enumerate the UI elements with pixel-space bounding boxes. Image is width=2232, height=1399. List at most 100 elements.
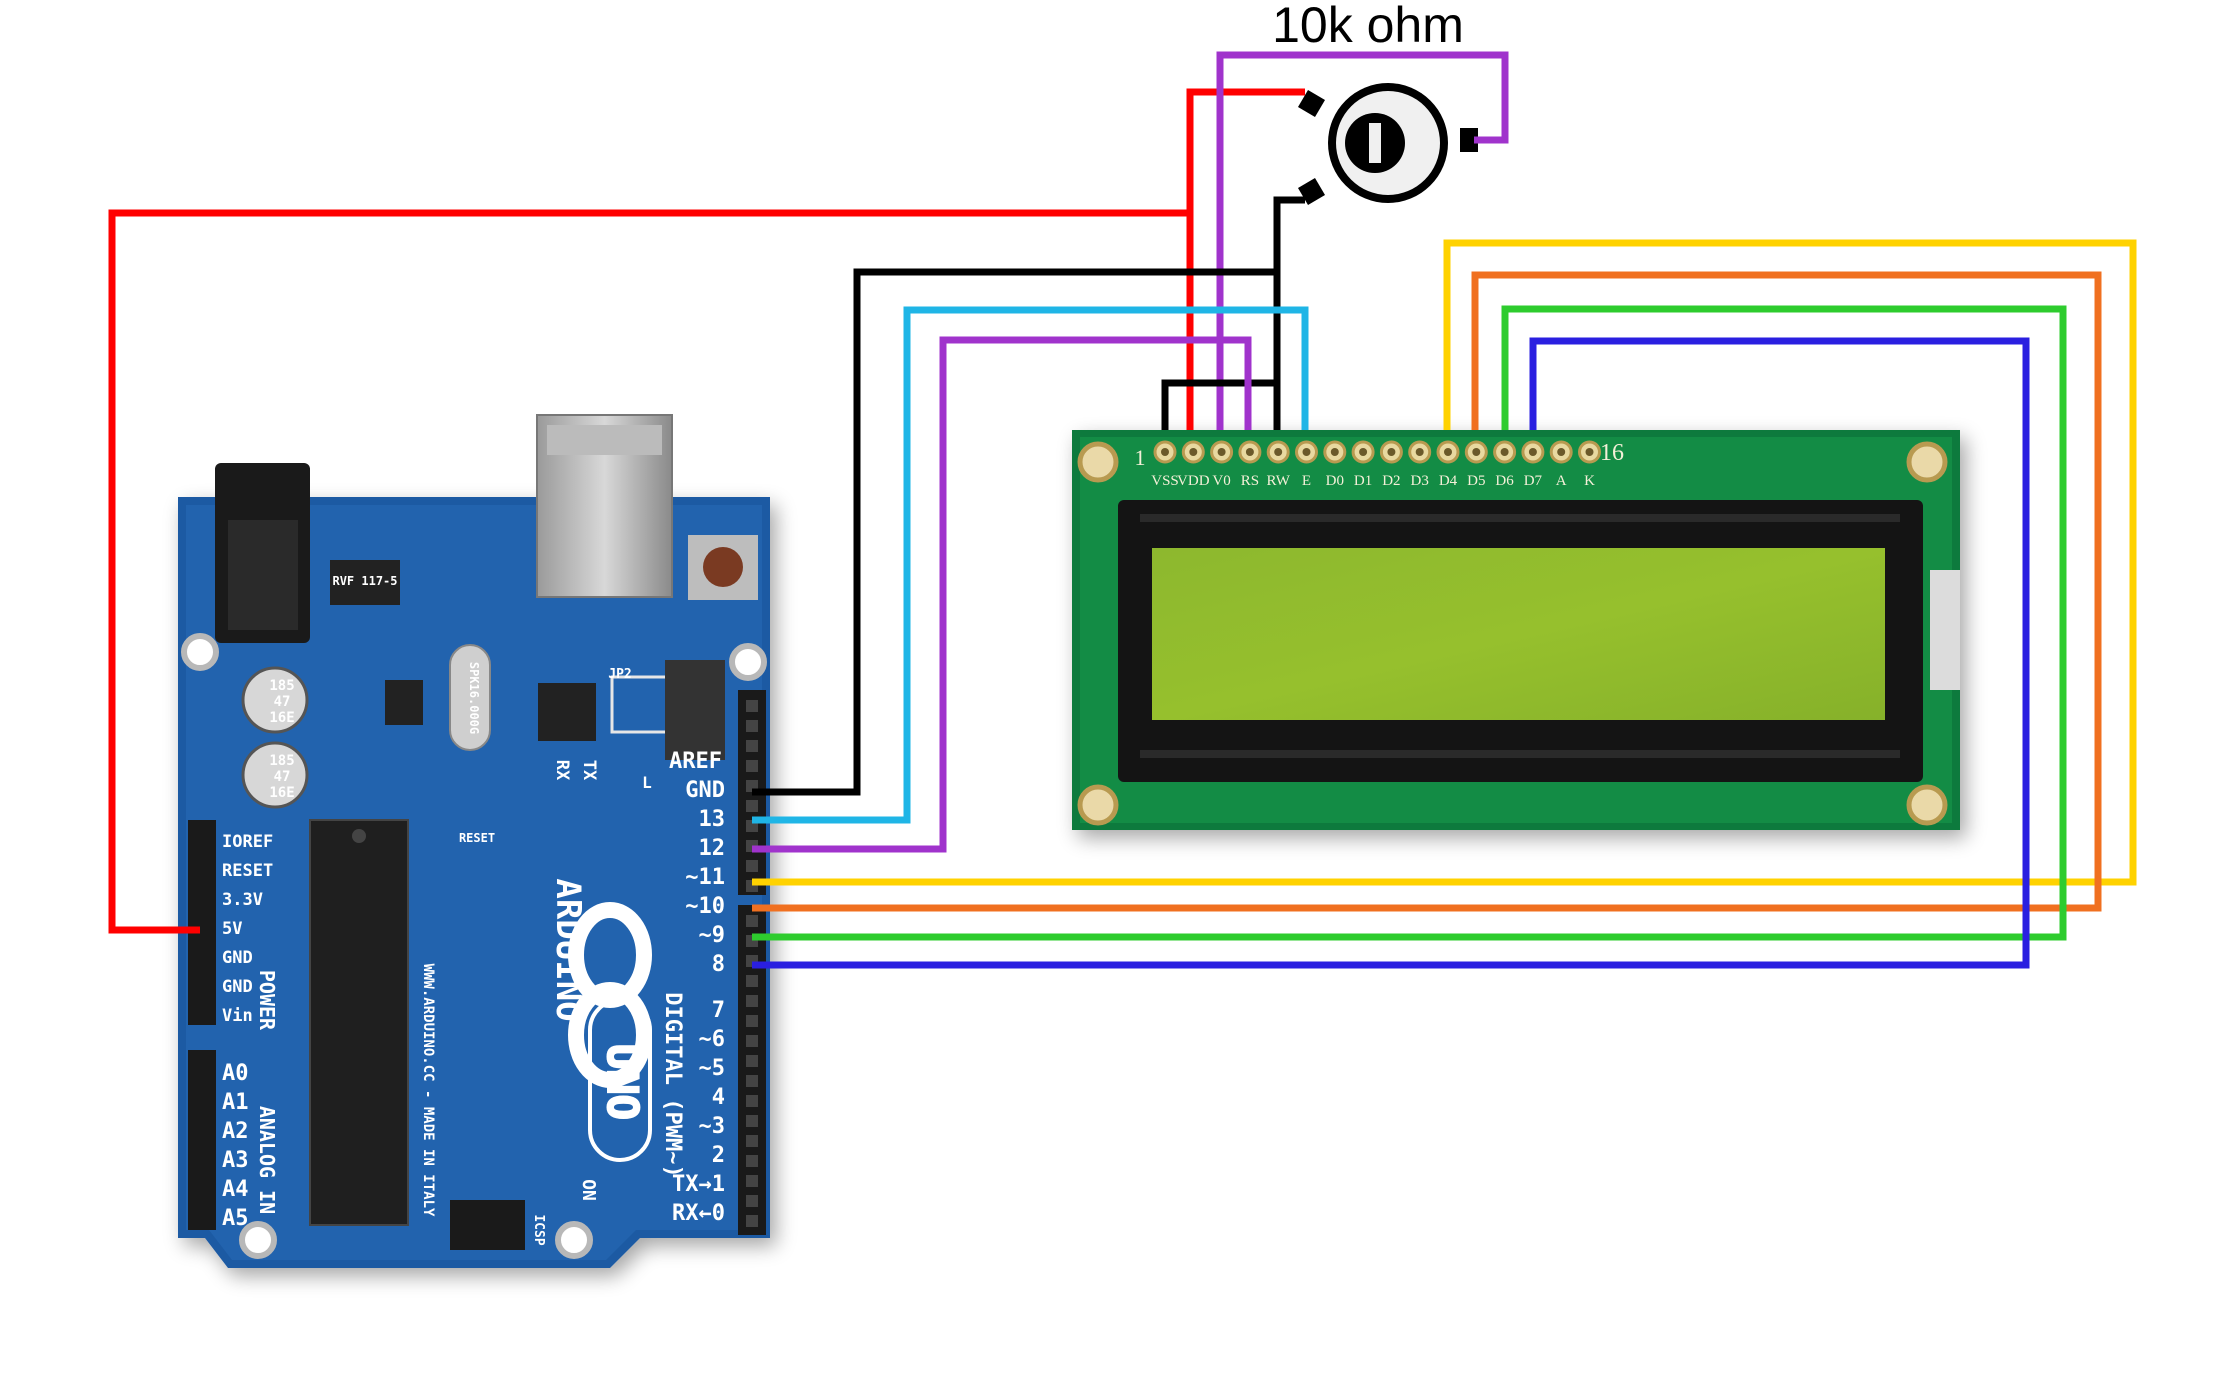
lcd-pin-label: D7 [1524,473,1543,489]
lcd-pin-label: D0 [1326,473,1344,489]
lcd-pin-hole [1245,448,1254,456]
lcd-pin-hole [1161,448,1169,456]
lcd-pin-label: D2 [1382,473,1400,489]
lcd-pin-hole [1330,448,1339,456]
power-pin-label: IOREF [222,832,273,852]
wire-pot-gnd [1161,196,1305,430]
digital-pin-label: 2 [712,1143,725,1168]
cap-bottom-label: 185 [269,753,294,769]
power-header-title: POWER [255,970,279,1031]
header-pin [746,1195,758,1207]
lcd-pin-hole [1302,448,1311,456]
digital-pin-label: RX←0 [672,1201,725,1226]
usb-chip [538,683,596,741]
wire-13-e [752,306,1309,824]
lcd-pin-label: D6 [1495,473,1514,489]
regulator-label: RVF 117-5 [332,574,397,588]
digital-pin-label: 13 [699,807,726,832]
wire-11-d7 [752,239,2137,886]
lcd-mount-hole [1906,784,1948,826]
header-pin [746,975,758,987]
cap-top-label: 47 [274,694,291,710]
analog-pin-label: A4 [222,1177,249,1202]
lcd-pin-label: K [1584,473,1595,489]
analog-pin-label: A5 [222,1206,249,1231]
wires [108,51,2137,969]
analog-pin-label: A2 [222,1119,249,1144]
website-label: WWW.ARDUINO.CC - MADE IN ITALY [420,964,436,1217]
lcd-mount-hole [1077,441,1119,483]
header-pin [746,1095,758,1107]
crystal [449,644,491,751]
wire-9-d5 [752,305,2067,941]
digital-pin-label: ~5 [699,1056,726,1081]
power-pin-label: 3.3V [222,890,263,910]
power-pin-label: RESET [222,861,273,881]
lcd-pin-hole [1500,448,1509,456]
lcd-pin-hole [1472,448,1481,456]
lcd-components [1077,437,1960,826]
digital-pin-label: ~3 [699,1114,726,1139]
reset-label: RESET [459,831,495,845]
wire-10-d6 [752,271,2102,912]
capacitor-bottom [241,741,309,809]
analog-pin-label: A3 [222,1148,249,1173]
header-pin [746,1115,758,1127]
power-pin-label: Vin [222,1006,253,1026]
lcd-pin-hole [1274,448,1283,456]
lcd-pin-label: D3 [1411,473,1429,489]
cap-top-label: 185 [269,678,294,694]
lcd-pin-label: A [1556,473,1567,489]
digital-pin-label: ~6 [699,1027,726,1052]
lcd-pin-hole [1585,448,1594,456]
mounting-hole [555,1221,593,1259]
lcd-pin-label: E [1302,473,1311,489]
power-pin-label: 5V [222,919,242,939]
lcd-pin-label: RS [1241,473,1259,489]
regulator [330,560,400,605]
jp2-label: JP2 [608,667,631,682]
lcd-pin-hole [1444,448,1452,456]
header-pin [746,1215,758,1227]
cap-bottom-label: 47 [274,769,291,785]
wire-pot-v0 [1216,51,1509,430]
header-pin [746,915,758,927]
lcd-pin-hole [1387,448,1396,456]
tx-led-label: TX [579,760,599,781]
lcd-pin-label: D5 [1467,473,1485,489]
digital-pin-label: ~10 [685,894,725,919]
rx-led-label: RX [552,760,572,781]
crystal-label: SPK16.000G [467,662,481,734]
digital-pin-label: ~11 [685,865,725,890]
header-pin [746,995,758,1007]
cap-top-label: 16E [269,710,294,726]
icsp-label: ICSP [531,1214,546,1245]
mounting-hole [729,643,767,681]
lcd-screen [1152,548,1885,720]
small-chip [385,680,423,725]
header-pin [746,1035,758,1047]
lcd-pin-first-label: 1 [1135,445,1146,470]
header-pin [746,720,758,732]
wire-12-rs [752,336,1252,853]
digital-pin-label: ~9 [699,923,726,948]
lcd-pin-last-label: 16 [1600,440,1624,466]
digital-pin-label: 8 [712,952,725,977]
header-pin [746,1135,758,1147]
analog-pin-label: A0 [222,1061,249,1086]
wire-pot-vdd [1186,88,1305,213]
wire-8-d4 [752,337,2030,969]
header-pin [746,860,758,872]
potentiometer [1298,83,1478,205]
lcd-pin-hole [1359,448,1368,456]
header-pin [746,800,758,812]
lcd-pin-hole [1528,448,1537,456]
header-pin [746,1075,758,1087]
uno-badge [588,998,652,1162]
model-label: UNO [598,1044,647,1120]
atmega-chip [309,819,409,1226]
lcd-pin-hole [1189,448,1198,456]
mounting-hole [181,633,219,671]
power-pin-label: GND [222,977,253,997]
